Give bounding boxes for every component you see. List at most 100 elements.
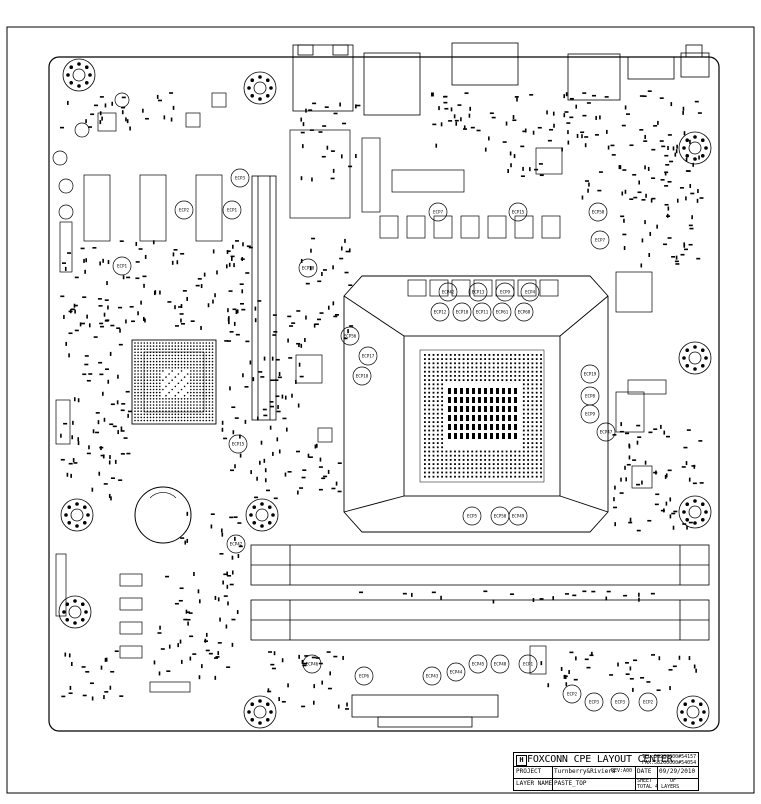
mount-hole-via	[698, 702, 703, 707]
cpu-pin	[424, 391, 426, 394]
smd-part	[534, 168, 539, 171]
bga-ball	[208, 357, 211, 360]
smd-part	[629, 517, 632, 522]
bga-ball	[177, 401, 180, 403]
smd-part	[637, 436, 642, 439]
bga-ball	[199, 385, 201, 388]
smd-part	[85, 258, 87, 263]
smd-part	[60, 458, 65, 461]
smd-part	[228, 320, 230, 325]
cpu-pin	[432, 429, 435, 432]
smd-part	[563, 674, 566, 679]
title-block: H FOXCONN CPE LAYOUT CENTER TEL:58200000…	[513, 752, 699, 791]
smd-part	[278, 372, 281, 377]
cpu-pin	[501, 370, 504, 373]
mount-hole-via	[67, 505, 72, 510]
cpu-pin	[535, 475, 538, 478]
board-outline	[48, 56, 720, 732]
bga-ball	[211, 394, 214, 397]
smd-part	[186, 611, 191, 613]
bga-ball	[180, 416, 183, 419]
cpu-pin	[540, 366, 542, 369]
smd-part	[266, 489, 271, 492]
smd-part	[67, 100, 69, 105]
smd-part	[267, 690, 272, 693]
smd-part	[322, 125, 327, 127]
cpu-pin	[518, 354, 521, 356]
bga-ball	[186, 401, 189, 403]
smd-part	[666, 215, 671, 217]
capacitor	[230, 168, 250, 188]
bga-ball	[168, 363, 170, 366]
cpu-pin	[535, 391, 538, 394]
bga-ball	[211, 351, 214, 354]
bga-ball	[137, 391, 139, 394]
bga-ball	[186, 410, 189, 413]
smd-part	[651, 197, 656, 200]
bga-ball	[159, 388, 161, 391]
cpu-pin	[540, 417, 542, 419]
cpu-pin	[531, 354, 534, 356]
smd-part	[102, 258, 104, 263]
smd-part	[300, 131, 305, 134]
capacitor-label: ECP18	[356, 374, 369, 379]
bga-ball	[183, 348, 186, 351]
smd-part	[99, 120, 102, 125]
mount-hole-via	[77, 62, 81, 66]
title-vline-3	[657, 766, 658, 790]
smd-part	[301, 659, 304, 664]
smd-part	[310, 248, 312, 253]
cpu-pin	[490, 424, 493, 430]
smd-part	[667, 180, 672, 183]
cpu-pin	[508, 406, 511, 412]
mount-hole-via	[700, 517, 705, 522]
cpu-pin	[531, 425, 534, 428]
mount-hole-inner	[253, 81, 267, 95]
bga-ball	[205, 394, 208, 397]
capacitor	[428, 202, 448, 222]
bga-ball	[168, 419, 170, 422]
mount-hole-via	[250, 717, 255, 722]
smd-part	[653, 428, 658, 431]
cpu-pin	[527, 429, 529, 432]
bga-ball	[205, 410, 208, 413]
bga-ball	[180, 363, 183, 366]
bga-ball	[174, 367, 177, 369]
cpu-pin	[522, 454, 525, 457]
smd-part	[210, 513, 215, 516]
bga-ball	[199, 342, 201, 344]
cpu-pin	[449, 366, 452, 369]
mount-hole-via	[685, 153, 690, 158]
bga-ball	[193, 351, 195, 354]
cpu-pin	[518, 471, 521, 474]
smd-part	[73, 304, 78, 307]
smd-part	[625, 673, 630, 675]
bga-ball	[155, 363, 158, 366]
cpu-pin	[428, 404, 431, 407]
bga-ball	[208, 410, 211, 413]
smd-part	[276, 410, 281, 413]
bga-ball	[165, 357, 167, 360]
bga-ball	[159, 385, 161, 388]
bga-ball	[134, 379, 136, 382]
cpu-pin	[472, 424, 475, 430]
smd-part	[591, 590, 596, 593]
bga-ball	[146, 404, 149, 406]
smd-part	[237, 554, 240, 559]
bga-ball	[202, 388, 204, 391]
cpu-pin	[510, 463, 512, 465]
smd-part	[349, 325, 354, 327]
smd-part	[254, 318, 257, 323]
bga-ball	[171, 413, 173, 416]
bga-ball	[137, 348, 139, 351]
smd-part	[200, 284, 203, 289]
smd-part	[156, 94, 159, 99]
mount-hole-via	[73, 621, 77, 625]
cpu-pin	[527, 383, 529, 386]
bga-ball	[171, 345, 173, 347]
cpu-pin	[475, 375, 478, 377]
smd-part	[108, 493, 111, 498]
smd-part	[160, 648, 165, 650]
smd-part	[588, 182, 590, 187]
capacitor-label: ECP46	[306, 662, 319, 667]
